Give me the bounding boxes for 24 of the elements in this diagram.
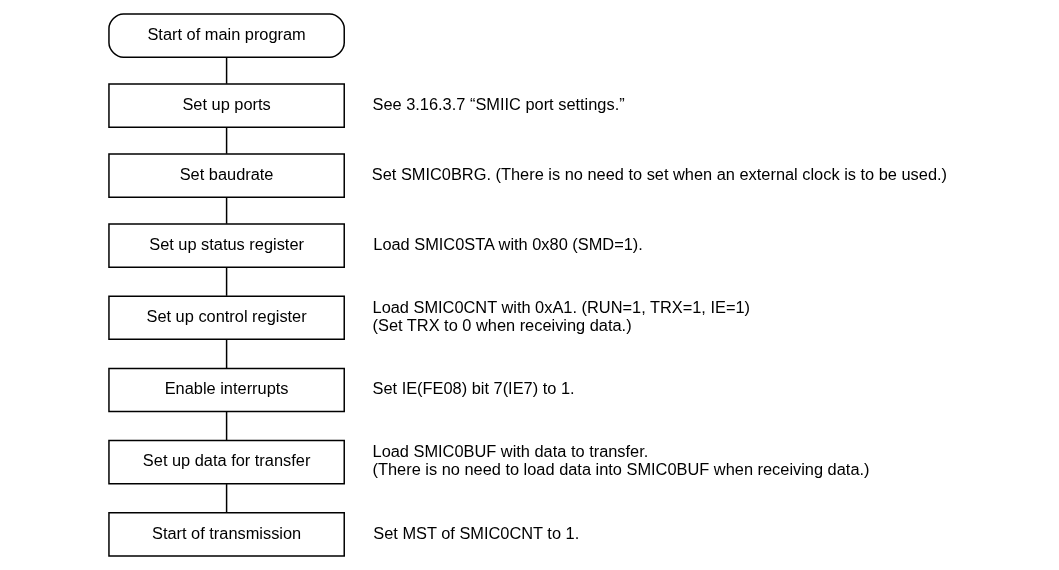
node-label: Load SMIC0STA with 0x80 (SMD=1).: [372, 234, 643, 253]
node-label: (Set TRX to 0 when receiving data.): [372, 315, 632, 334]
node-box: Set up control register: [107, 295, 345, 341]
node-label: (There is no need to load data into SMIC0BUF when receiving data.): [372, 460, 870, 479]
connector: [225, 483, 227, 514]
node-label: Set IE(FE08) bit 7(IE7) to 1.: [372, 379, 575, 398]
connector: [225, 266, 227, 297]
connector: [225, 56, 227, 85]
connector: [225, 196, 227, 225]
connector: [225, 126, 227, 155]
node-label: Load SMIC0CNT with 0xA1. (RUN=1, TRX=1, IE=1): [372, 298, 750, 316]
node-box: Set up data for transfer: [107, 439, 345, 485]
node-label: Set SMIC0BRG. (There is no need to set when an external clock is to be used.): [371, 164, 947, 183]
node-box: Set baudrate: [107, 153, 345, 198]
node-box: Start of main program: [107, 13, 345, 58]
node-label: Set MST of SMIC0CNT to 1.: [372, 523, 579, 542]
node-box: Set up status register: [107, 223, 345, 268]
node-box: Enable interrupts: [107, 367, 345, 413]
node-label: See 3.16.3.7 “SMIIC port settings.”: [372, 94, 625, 113]
connector: [225, 338, 227, 369]
node-box: Start of transmission: [107, 512, 345, 557]
connector: [225, 411, 227, 441]
node-label: Load SMIC0BUF with data to transfer.: [372, 442, 648, 461]
node-box: Set up ports: [107, 83, 345, 128]
